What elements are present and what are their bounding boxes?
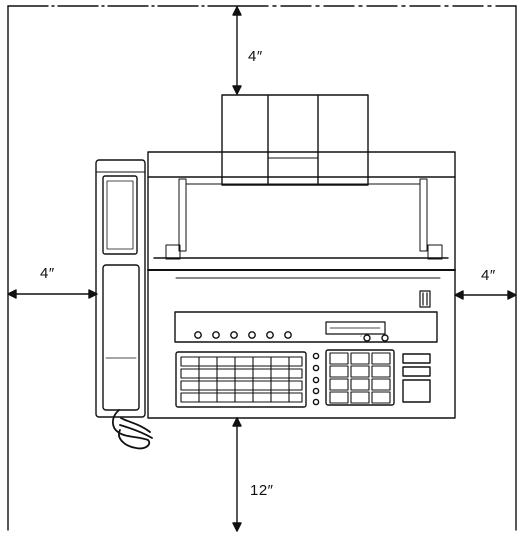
paper-tray xyxy=(222,95,368,185)
bottom-dimension-arrow xyxy=(233,418,241,531)
clearance-boundary xyxy=(8,6,516,530)
numeric-keypad xyxy=(326,350,394,405)
handset xyxy=(96,160,152,448)
control-panel xyxy=(175,291,437,342)
top-dimension-arrow xyxy=(233,7,241,94)
bottom-clearance-label: 12″ xyxy=(250,482,274,499)
right-dimension-arrow xyxy=(455,291,516,299)
indicator-dots xyxy=(313,353,318,404)
top-clearance-label: 4″ xyxy=(248,48,263,65)
right-clearance-label: 4″ xyxy=(481,267,496,284)
function-keys xyxy=(403,354,430,402)
one-touch-keypad xyxy=(176,352,306,407)
left-clearance-label: 4″ xyxy=(40,265,55,282)
left-dimension-arrow xyxy=(8,290,97,298)
